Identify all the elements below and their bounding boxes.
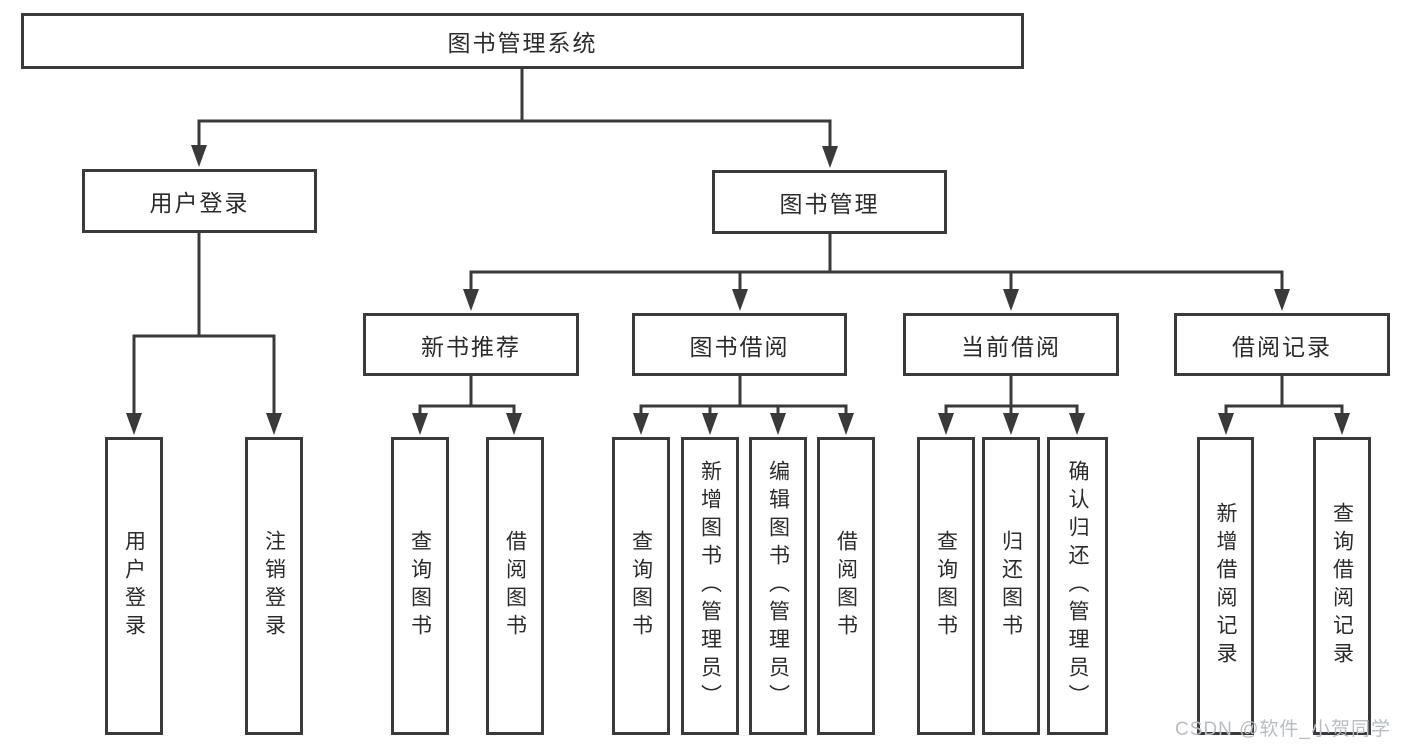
leaf-label: 编辑图书（管理员） bbox=[766, 460, 790, 712]
node-book-borrow: 图书借阅 bbox=[632, 313, 847, 376]
leaf-label: 归还图书 bbox=[999, 530, 1023, 642]
leaf-return-book: 归还图书 bbox=[982, 437, 1040, 735]
leaf-label: 确认归还（管理员） bbox=[1066, 460, 1090, 712]
node-new-book-recommend: 新书推荐 bbox=[363, 313, 579, 376]
leaf-query-book-current: 查询图书 bbox=[917, 437, 975, 735]
arrowhead-icons bbox=[126, 145, 1350, 435]
node-borrow-records: 借阅记录 bbox=[1174, 313, 1390, 376]
leaf-label: 查询图书 bbox=[408, 530, 432, 642]
leaf-query-book-newbook: 查询图书 bbox=[391, 437, 449, 735]
leaf-label: 借阅图书 bbox=[834, 530, 858, 642]
leaf-label: 查询借阅记录 bbox=[1330, 502, 1354, 670]
leaf-add-book-admin: 新增图书（管理员） bbox=[681, 437, 739, 735]
leaf-label: 查询图书 bbox=[629, 530, 653, 642]
node-book-management: 图书管理 bbox=[712, 170, 947, 234]
leaf-query-book-borrow: 查询图书 bbox=[612, 437, 670, 735]
leaf-label: 新增图书（管理员） bbox=[698, 460, 722, 712]
leaf-label: 查询图书 bbox=[934, 530, 958, 642]
leaf-logout: 注销登录 bbox=[245, 437, 303, 735]
leaf-label: 注销登录 bbox=[262, 530, 286, 642]
leaf-user-login: 用户登录 bbox=[105, 437, 163, 735]
watermark-text: CSDN @软件_小贺同学 bbox=[1175, 719, 1391, 740]
node-user-login: 用户登录 bbox=[82, 169, 317, 233]
leaf-add-borrow-record: 新增借阅记录 bbox=[1197, 437, 1254, 735]
leaf-borrow-book: 借阅图书 bbox=[817, 437, 875, 735]
node-root: 图书管理系统 bbox=[21, 13, 1024, 69]
leaf-borrow-book-newbook: 借阅图书 bbox=[486, 437, 544, 735]
node-current-borrow: 当前借阅 bbox=[903, 313, 1119, 376]
leaf-label: 借阅图书 bbox=[503, 530, 527, 642]
leaf-query-borrow-record: 查询借阅记录 bbox=[1313, 437, 1371, 735]
leaf-label: 用户登录 bbox=[122, 530, 146, 642]
leaf-edit-book-admin: 编辑图书（管理员） bbox=[749, 437, 807, 735]
leaf-confirm-return-admin: 确认归还（管理员） bbox=[1047, 437, 1108, 735]
connector-path bbox=[132, 67, 1344, 419]
leaf-label: 新增借阅记录 bbox=[1214, 502, 1238, 670]
